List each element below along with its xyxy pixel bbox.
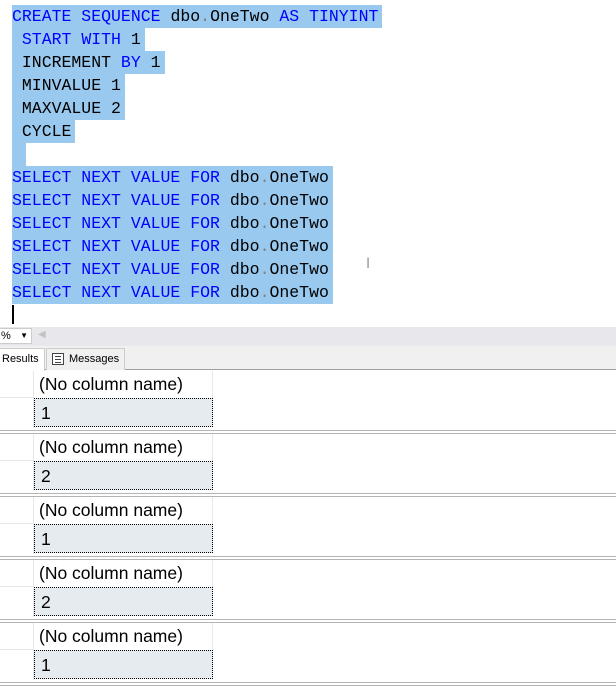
- row-header-corner[interactable]: [0, 371, 34, 398]
- code-token-id: dbo: [229, 191, 260, 210]
- code-token-id: OneTwo: [269, 168, 329, 187]
- tab-results-label: Results: [2, 353, 39, 365]
- column-header[interactable]: (No column name): [34, 434, 213, 461]
- code-token-num: 1: [130, 30, 141, 49]
- tab-messages[interactable]: Messages: [46, 348, 126, 370]
- scroll-left-arrow-icon[interactable]: ◀: [38, 329, 46, 340]
- code-token-id: OneTwo: [210, 7, 280, 26]
- column-header[interactable]: (No column name): [34, 560, 213, 587]
- code-token-id: [12, 30, 22, 49]
- code-token-kw: START WITH: [21, 30, 131, 49]
- result-cell[interactable]: 1: [34, 524, 213, 553]
- tab-results[interactable]: Results: [0, 348, 45, 371]
- code-token-id: OneTwo: [269, 237, 329, 256]
- code-token-punct: .: [259, 191, 270, 210]
- column-header[interactable]: (No column name): [34, 623, 213, 650]
- code-line: MINVALUE 1: [12, 74, 125, 97]
- tab-messages-label: Messages: [69, 353, 120, 365]
- code-token-kw: SELECT NEXT VALUE FOR: [12, 237, 230, 256]
- editor-status-bar: [0, 327, 616, 346]
- result-cell[interactable]: 1: [34, 650, 213, 679]
- code-token-id: dbo: [229, 168, 260, 187]
- code-line: CYCLE: [12, 120, 76, 143]
- chevron-down-icon: ▼: [20, 331, 28, 340]
- result-grid: (No column name)1: [0, 497, 616, 560]
- code-token-id: OneTwo: [269, 283, 329, 302]
- code-line: INCREMENT BY 1: [12, 51, 165, 74]
- code-line: [12, 143, 26, 166]
- row-header[interactable]: [0, 398, 34, 428]
- messages-icon: [52, 353, 64, 365]
- row-header-corner[interactable]: [0, 623, 34, 650]
- code-line: SELECT NEXT VALUE FOR dbo.OneTwo: [12, 235, 333, 258]
- code-line: SELECT NEXT VALUE FOR dbo.OneTwo: [12, 189, 333, 212]
- code-token-kw: SELECT NEXT VALUE FOR: [12, 168, 230, 187]
- code-token-id: OneTwo: [269, 214, 329, 233]
- code-line: SELECT NEXT VALUE FOR dbo.OneTwo: [12, 212, 333, 235]
- text-caret: [12, 305, 14, 324]
- code-token-punct: .: [259, 214, 270, 233]
- query-editor[interactable]: CREATE SEQUENCE dbo.OneTwo AS TINYINT ST…: [0, 0, 616, 326]
- row-header-corner[interactable]: [0, 434, 34, 461]
- code-token-kw: SELECT NEXT VALUE FOR: [12, 214, 230, 233]
- code-token-punct: .: [259, 237, 270, 256]
- column-header[interactable]: (No column name): [34, 497, 213, 524]
- code-token-id: dbo: [170, 7, 201, 26]
- code-token-kw: SELECT NEXT VALUE FOR: [12, 260, 230, 279]
- code-line: SELECT NEXT VALUE FOR dbo.OneTwo: [12, 166, 333, 189]
- code-token-id: MINVALUE 1: [12, 76, 121, 95]
- row-header[interactable]: [0, 650, 34, 680]
- code-line: CREATE SEQUENCE dbo.OneTwo AS TINYINT: [12, 5, 383, 28]
- row-header[interactable]: [0, 461, 34, 491]
- column-header[interactable]: (No column name): [34, 371, 213, 398]
- code-token-kw: CREATE SEQUENCE: [12, 7, 171, 26]
- zoom-dropdown[interactable]: %▼: [0, 328, 32, 344]
- zoom-value: %: [1, 330, 11, 342]
- result-grid: (No column name)2: [0, 434, 616, 497]
- results-grids: (No column name)1(No column name)2(No co…: [0, 371, 616, 686]
- code-token-punct: .: [200, 7, 211, 26]
- result-grid: (No column name)2: [0, 560, 616, 623]
- ibeam-cursor-icon: I: [366, 256, 371, 272]
- code-token-kw: SELECT NEXT VALUE FOR: [12, 191, 230, 210]
- code-token-num: 1: [150, 53, 161, 72]
- code-token-id: dbo: [229, 237, 260, 256]
- result-cell[interactable]: 2: [34, 461, 213, 490]
- code-line: SELECT NEXT VALUE FOR dbo.OneTwo: [12, 258, 333, 281]
- code-token-id: CYCLE: [12, 122, 72, 141]
- code-token-id: dbo: [229, 260, 260, 279]
- code-token-id: OneTwo: [269, 260, 329, 279]
- results-tabs: Results Messages: [0, 346, 616, 371]
- code-token-id: MAXVALUE 2: [12, 99, 121, 118]
- code-token-id: dbo: [229, 214, 260, 233]
- result-cell[interactable]: 2: [34, 587, 213, 616]
- code-token-id: dbo: [229, 283, 260, 302]
- result-grid: (No column name)1: [0, 623, 616, 686]
- code-token-id: INCREMENT: [12, 53, 121, 72]
- result-grid: (No column name)1: [0, 371, 616, 434]
- row-header[interactable]: [0, 524, 34, 554]
- code-token-punct: .: [259, 260, 270, 279]
- row-header-corner[interactable]: [0, 497, 34, 524]
- code-line: MAXVALUE 2: [12, 97, 125, 120]
- code-token-id: [12, 145, 22, 164]
- code-token-kw: SELECT NEXT VALUE FOR: [12, 283, 230, 302]
- code-token-kw: BY: [120, 53, 151, 72]
- code-token-kw: AS TINYINT: [279, 7, 379, 26]
- result-cell[interactable]: 1: [34, 398, 213, 427]
- code-line: SELECT NEXT VALUE FOR dbo.OneTwo: [12, 281, 333, 304]
- code-token-punct: .: [259, 168, 270, 187]
- code-line: START WITH 1: [12, 28, 145, 51]
- row-header[interactable]: [0, 587, 34, 617]
- code-token-id: OneTwo: [269, 191, 329, 210]
- code-token-punct: .: [259, 283, 270, 302]
- row-header-corner[interactable]: [0, 560, 34, 587]
